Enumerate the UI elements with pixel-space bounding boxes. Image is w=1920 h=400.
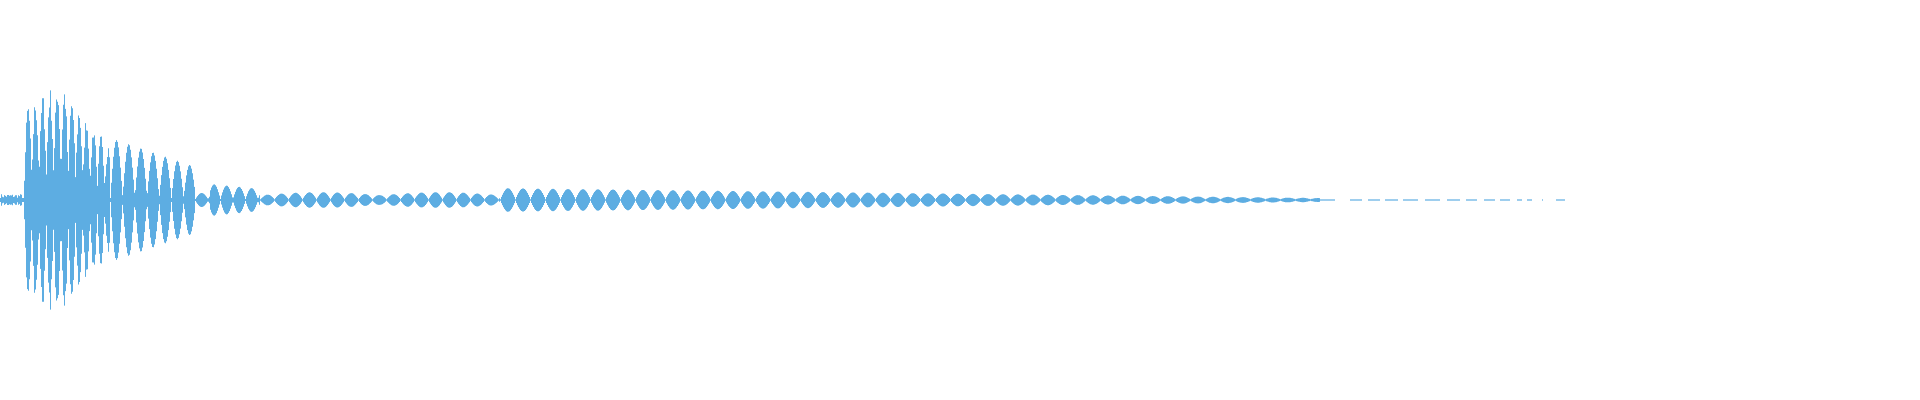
waveform-envelope — [0, 90, 1320, 310]
